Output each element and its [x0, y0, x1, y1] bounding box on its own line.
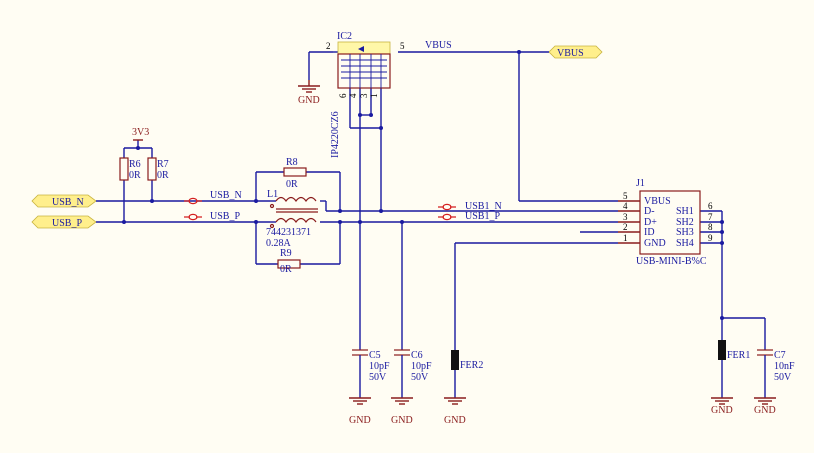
ic2-pin4: 4 — [348, 93, 358, 98]
j1-pin2-name: ID — [644, 227, 655, 238]
j1-sh4-name: SH4 — [676, 238, 694, 249]
capacitor-c6[interactable]: C6 10pF 50V — [394, 349, 432, 398]
j1-pin6-num: 6 — [708, 201, 713, 211]
j1-sh2-name: SH2 — [676, 217, 694, 228]
gnd-fer1-label: GND — [711, 405, 733, 416]
j1-sh1-name: SH1 — [676, 206, 694, 217]
power-3v3: 3V3 — [132, 127, 149, 141]
gnd-c7: GND — [754, 397, 776, 416]
l1-part: 744231371 — [266, 227, 311, 238]
net-usb1-p-label: USB1_P — [465, 211, 500, 222]
junctions — [122, 50, 724, 320]
ic2-esd-protection[interactable]: IC2 2 5 6 4 3 1 IP4220CZ6 — [326, 31, 405, 158]
ic2-pin6: 6 — [338, 93, 348, 98]
fer1-ref: FER1 — [727, 350, 750, 361]
gnd-c6-label: GND — [391, 415, 413, 426]
resistor-r8[interactable]: R8 0R — [283, 157, 307, 190]
net-usb1-n-label: USB1_N — [465, 201, 502, 212]
ferrite-fer2[interactable]: FER2 — [451, 350, 483, 398]
j1-pin7-num: 7 — [708, 212, 713, 222]
j1-sh3-name: SH3 — [676, 227, 694, 238]
r8-ref: R8 — [286, 157, 298, 168]
l1-ref: L1 — [267, 189, 278, 200]
r7-ref: R7 — [157, 159, 169, 170]
gnd-c7-label: GND — [754, 405, 776, 416]
gnd-c5: GND — [349, 397, 371, 426]
capacitor-c5[interactable]: C5 10pF 50V — [352, 349, 390, 398]
r8-value: 0R — [286, 179, 298, 190]
gnd-ic2-label: GND — [298, 95, 320, 106]
j1-pin5-name: VBUS — [644, 196, 671, 207]
port-usb-n[interactable]: USB_N — [31, 194, 97, 208]
net-vbus-label: VBUS — [425, 40, 452, 51]
r6-value: 0R — [129, 170, 141, 181]
c7-voltage: 50V — [774, 372, 792, 383]
j1-pin1-num: 1 — [623, 233, 628, 243]
r6-ref: R6 — [129, 159, 141, 170]
gnd-c6: GND — [391, 397, 413, 426]
j1-pin8-num: 8 — [708, 222, 713, 232]
ic2-pin3: 3 — [359, 93, 369, 98]
diff-pair-icon — [184, 197, 202, 205]
port-usb-p[interactable]: USB_P — [31, 215, 97, 229]
j1-pin1-name: GND — [644, 238, 666, 249]
r7-value: 0R — [157, 170, 169, 181]
ic2-ref: IC2 — [337, 31, 352, 42]
net-usb-n-label: USB_N — [210, 190, 242, 201]
c7-ref: C7 — [774, 350, 786, 361]
j1-pin4-num: 4 — [623, 201, 628, 211]
net-label-usb1-n: USB1_N — [438, 201, 502, 212]
diff-pair-icon — [438, 213, 456, 221]
wires — [96, 51, 766, 350]
l1-current: 0.28A — [266, 238, 292, 249]
port-vbus[interactable]: VBUS — [548, 45, 603, 59]
net-usb-p-label: USB_P — [210, 211, 240, 222]
c7-value: 10nF — [774, 361, 795, 372]
gnd-fer2: GND — [444, 397, 466, 426]
gnd-fer1: GND — [711, 397, 733, 416]
capacitor-c7[interactable]: C7 10nF 50V — [757, 349, 795, 398]
j1-pin5-num: 5 — [623, 191, 628, 201]
c6-voltage: 50V — [411, 372, 429, 383]
resistor-r9[interactable]: R9 0R — [277, 248, 301, 275]
port-usb-p-label: USB_P — [52, 218, 82, 229]
connector-j1[interactable]: J1 USB-MINI-B%C 5 VBUS 4 D- 3 D+ 2 ID 1 … — [618, 178, 713, 267]
net-label-usb-p: USB_P — [184, 211, 240, 222]
j1-pin4-name: D- — [644, 206, 655, 217]
r9-ref: R9 — [280, 248, 292, 259]
diff-pair-icon — [438, 203, 456, 211]
c5-ref: C5 — [369, 350, 381, 361]
j1-pin2-num: 2 — [623, 222, 628, 232]
j1-pin3-num: 3 — [623, 212, 628, 222]
c5-value: 10pF — [369, 361, 390, 372]
gnd-ic2: GND — [298, 80, 320, 106]
c6-ref: C6 — [411, 350, 423, 361]
resistor-r7[interactable]: R7 0R — [147, 157, 169, 181]
j1-pin9-num: 9 — [708, 233, 713, 243]
ic2-part: IP4220CZ6 — [330, 111, 341, 158]
port-usb-n-label: USB_N — [52, 197, 84, 208]
c6-value: 10pF — [411, 361, 432, 372]
power-3v3-label: 3V3 — [132, 127, 149, 138]
gnd-fer2-label: GND — [444, 415, 466, 426]
j1-part: USB-MINI-B%C — [636, 256, 707, 267]
net-label-usb-n: USB_N — [184, 190, 242, 205]
net-label-usb1-p: USB1_P — [438, 211, 500, 222]
ic2-pin1: 1 — [369, 94, 379, 99]
ic2-pin2: 2 — [326, 41, 331, 51]
r9-value: 0R — [280, 264, 292, 275]
gnd-c5-label: GND — [349, 415, 371, 426]
diff-pair-icon — [184, 213, 202, 221]
j1-pin3-name: D+ — [644, 217, 657, 228]
ferrite-fer1[interactable]: FER1 — [718, 340, 750, 398]
resistor-r6[interactable]: R6 0R — [119, 157, 141, 181]
j1-ref: J1 — [636, 178, 645, 189]
c5-voltage: 50V — [369, 372, 387, 383]
ic2-pin5: 5 — [400, 41, 405, 51]
inductor-l1[interactable]: L1 744231371 0.28A — [266, 189, 318, 249]
fer2-ref: FER2 — [460, 360, 483, 371]
port-vbus-label: VBUS — [557, 48, 584, 59]
